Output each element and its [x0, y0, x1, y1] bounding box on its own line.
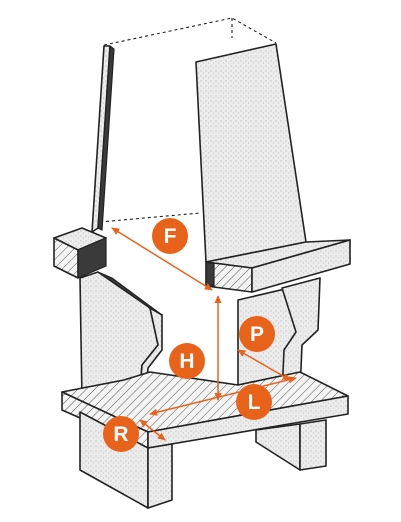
depth-p-line — [237, 349, 291, 381]
label-h: H — [179, 350, 194, 373]
label-p-badge: P — [239, 316, 275, 352]
mantel-beam — [205, 239, 351, 293]
dimension-lines — [111, 227, 297, 441]
label-h-badge: H — [169, 343, 205, 379]
label-l-badge: L — [236, 384, 272, 420]
label-p: P — [250, 323, 264, 346]
label-f: F — [164, 225, 177, 248]
label-f-badge: F — [152, 218, 188, 254]
left-corbel-block — [53, 227, 107, 279]
width-f-line — [111, 227, 213, 291]
depth-r-line — [139, 419, 166, 441]
right-hood-slab — [195, 43, 307, 263]
hood-outline — [99, 17, 277, 223]
label-r: R — [113, 423, 128, 446]
label-r-badge: R — [103, 416, 139, 452]
width-l-line — [149, 376, 297, 416]
label-l: L — [248, 391, 261, 414]
left-hood-slab — [91, 44, 115, 233]
